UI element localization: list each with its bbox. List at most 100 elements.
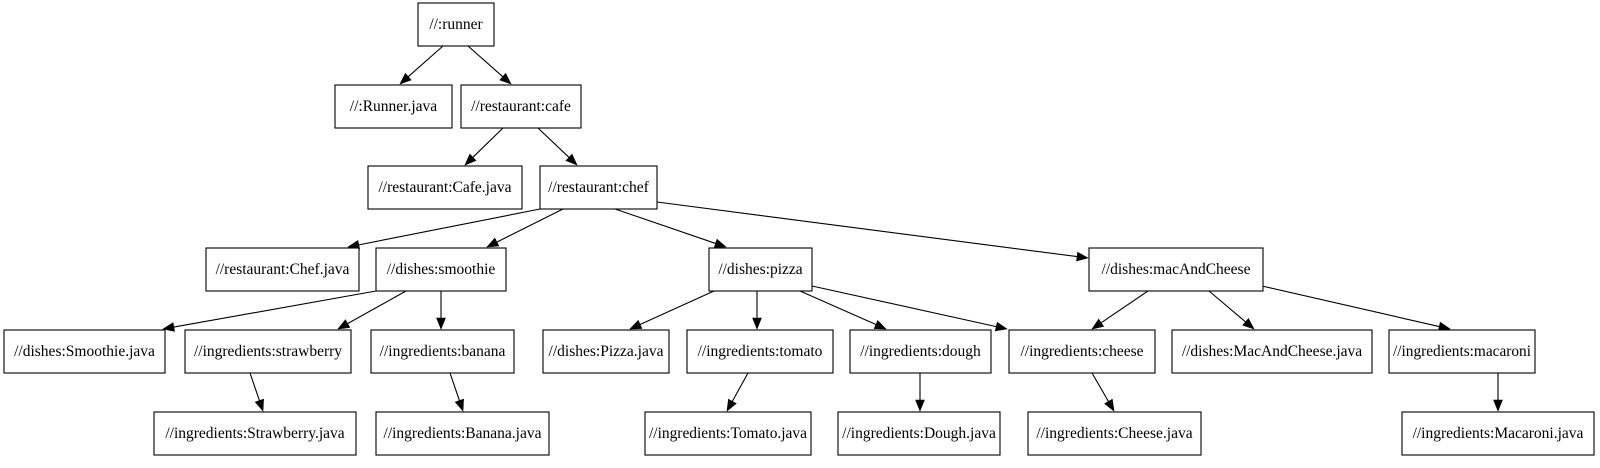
graph-edge <box>629 290 715 330</box>
arrowhead-icon <box>726 398 737 412</box>
node-label: //:Runner.java <box>350 98 438 115</box>
graph-edge <box>915 373 925 412</box>
node-label: //dishes:Smoothie.java <box>14 343 155 360</box>
node-box[interactable] <box>1171 329 1373 374</box>
edge-line <box>731 372 749 402</box>
node-box[interactable] <box>708 247 813 292</box>
node-label: //ingredients:banana <box>380 343 506 360</box>
arrowhead-icon <box>399 72 412 85</box>
graph-edge <box>486 208 564 248</box>
node-box[interactable] <box>460 84 582 129</box>
node-box[interactable] <box>539 165 658 210</box>
node-label: //ingredients:strawberry <box>194 343 342 360</box>
arrowhead-icon <box>337 319 351 330</box>
graph-node-tomato[interactable]: //ingredients:tomato <box>686 329 834 374</box>
graph-node-smoothie_java[interactable]: //dishes:Smoothie.java <box>3 329 166 374</box>
graph-node-runner[interactable]: //:runner <box>417 2 495 47</box>
node-box[interactable] <box>849 329 992 374</box>
arrowhead-icon <box>565 153 578 166</box>
node-box[interactable] <box>1027 411 1202 456</box>
graph-edge <box>1091 290 1149 330</box>
graph-node-banana_java[interactable]: //ingredients:Banana.java <box>375 411 550 456</box>
graph-node-strawberry_java[interactable]: //ingredients:Strawberry.java <box>153 411 357 456</box>
graph-node-strawberry[interactable]: //ingredients:strawberry <box>184 329 352 374</box>
graph-edge <box>1208 290 1255 330</box>
graph-node-smoothie[interactable]: //dishes:smoothie <box>375 247 507 292</box>
node-box[interactable] <box>367 165 523 210</box>
node-box[interactable] <box>1388 329 1536 374</box>
edge-line <box>358 208 541 246</box>
graph-node-dough[interactable]: //ingredients:dough <box>849 329 992 374</box>
node-box[interactable] <box>1088 247 1264 292</box>
graph-node-macaroni[interactable]: //ingredients:macaroni <box>1388 329 1536 374</box>
node-box[interactable] <box>375 247 507 292</box>
node-box[interactable] <box>375 411 550 456</box>
node-box[interactable] <box>644 411 812 456</box>
graph-edge <box>752 291 762 330</box>
node-box[interactable] <box>686 329 834 374</box>
arrowhead-icon <box>464 153 477 166</box>
arrowhead-icon <box>436 317 446 330</box>
node-box[interactable] <box>334 84 453 129</box>
edge-line <box>656 201 1078 258</box>
graph-node-macandcheese_java[interactable]: //dishes:MacAndCheese.java <box>1171 329 1373 374</box>
graph-edge <box>799 290 887 330</box>
node-label: //restaurant:Cafe.java <box>379 179 512 196</box>
node-label: //restaurant:cafe <box>471 98 571 115</box>
node-box[interactable] <box>542 329 670 374</box>
node-label: //:runner <box>429 16 483 33</box>
node-box[interactable] <box>837 411 1001 456</box>
edge-line <box>249 372 260 401</box>
arrowhead-icon <box>454 398 464 412</box>
graph-edge <box>811 285 1008 332</box>
arrowhead-icon <box>713 238 727 248</box>
graph-edge <box>464 127 504 166</box>
graph-node-chef_java[interactable]: //restaurant:Chef.java <box>205 247 360 292</box>
graph-node-macandcheese[interactable]: //dishes:macAndCheese <box>1088 247 1264 292</box>
graph-edge <box>614 208 727 248</box>
node-label: //dishes:macAndCheese <box>1102 261 1251 278</box>
graph-node-runner_java[interactable]: //:Runner.java <box>334 84 453 129</box>
graph-node-cheese[interactable]: //ingredients:cheese <box>1008 329 1156 374</box>
graph-node-dough_java[interactable]: //ingredients:Dough.java <box>837 411 1001 456</box>
node-box[interactable] <box>3 329 166 374</box>
arrowhead-icon <box>915 399 925 412</box>
arrowhead-icon <box>1091 318 1105 330</box>
arrowhead-icon <box>873 320 887 330</box>
node-box[interactable] <box>205 247 360 292</box>
graph-node-cafe[interactable]: //restaurant:cafe <box>460 84 582 129</box>
graph-edge <box>537 127 578 166</box>
graph-node-macaroni_java[interactable]: //ingredients:Macaroni.java <box>1401 411 1595 456</box>
graph-node-tomato_java[interactable]: //ingredients:Tomato.java <box>644 411 812 456</box>
node-box[interactable] <box>1008 329 1156 374</box>
graph-node-cafe_java[interactable]: //restaurant:Cafe.java <box>367 165 523 210</box>
graph-node-banana[interactable]: //ingredients:banana <box>370 329 515 374</box>
nodes-layer: //:runner //:Runner.java //restaurant:cafe… <box>3 2 1595 456</box>
graph-node-pizza[interactable]: //dishes:pizza <box>708 247 813 292</box>
graph-node-cheese_java[interactable]: //ingredients:Cheese.java <box>1027 411 1202 456</box>
edge-line <box>347 290 407 325</box>
node-label: //dishes:MacAndCheese.java <box>1182 343 1362 360</box>
edge-line <box>1091 372 1109 402</box>
node-box[interactable] <box>184 329 352 374</box>
graph-node-pizza_java[interactable]: //dishes:Pizza.java <box>542 329 670 374</box>
node-label: //ingredients:tomato <box>698 343 823 360</box>
graph-edge <box>1261 285 1451 332</box>
graph-edge <box>399 45 444 85</box>
edge-line <box>472 127 504 158</box>
arrowhead-icon <box>1104 398 1115 412</box>
edge-line <box>537 127 570 158</box>
node-label: //ingredients:Banana.java <box>384 425 542 442</box>
node-box[interactable] <box>153 411 357 456</box>
graph-edge <box>436 291 446 330</box>
node-label: //ingredients:Cheese.java <box>1036 425 1192 442</box>
edge-line <box>496 208 564 243</box>
node-box[interactable] <box>1401 411 1595 456</box>
graph-node-chef[interactable]: //restaurant:chef <box>539 165 658 210</box>
node-box[interactable] <box>370 329 515 374</box>
edge-line <box>449 372 460 401</box>
arrowhead-icon <box>1076 251 1089 262</box>
edge-line <box>1100 290 1149 324</box>
node-box[interactable] <box>417 2 495 47</box>
